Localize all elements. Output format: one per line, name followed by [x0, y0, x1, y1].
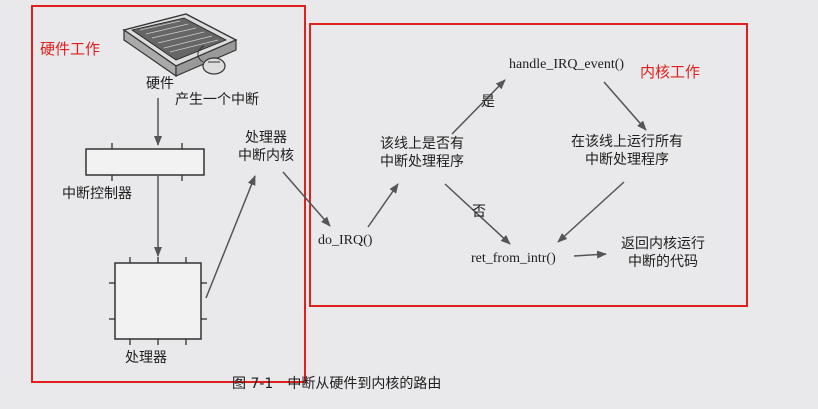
arrow-kernel-to-do-irq — [282, 171, 331, 227]
arrow-yes-to-handle-irq — [451, 79, 506, 135]
mouse-icon — [197, 45, 226, 75]
return-to-kernel-line1: 返回内核运行 — [621, 236, 705, 252]
controller-chip-icon — [85, 143, 205, 181]
generate-interrupt-label: 产生一个中断 — [175, 92, 259, 108]
return-to-kernel-line2: 中断的代码 — [628, 253, 698, 270]
kernel-region-label: 内核工作 — [640, 63, 701, 81]
kernel-region-border — [309, 23, 748, 307]
has-handler-label: 该线上是否有 中断处理程序 — [364, 136, 480, 171]
arrow-processor-to-kernel — [205, 175, 256, 299]
arrow-ret-to-return — [573, 250, 607, 259]
run-all-handlers-line1: 在该线上运行所有 — [571, 134, 683, 150]
keyboard-icon — [122, 13, 238, 78]
processor-interrupts-kernel-line2: 中断内核 — [238, 147, 294, 164]
hardware-region-label: 硬件工作 — [40, 40, 101, 58]
processor-chip-icon — [109, 257, 207, 345]
figure-caption: 图 7-1 中断从硬件到内核的路由 — [232, 376, 442, 392]
return-to-kernel-label: 返回内核运行 中断的代码 — [608, 236, 718, 271]
interrupt-controller-label: 中断控制器 — [62, 186, 132, 202]
has-handler-line2: 中断处理程序 — [380, 153, 464, 170]
processor-interrupts-kernel-line1: 处理器 — [245, 130, 287, 146]
arrow-do-irq-to-check — [367, 183, 399, 228]
arrow-run-all-to-ret — [557, 181, 625, 243]
yes-label: 是 — [481, 94, 495, 110]
hardware-label: 硬件 — [146, 76, 174, 92]
processor-interrupts-kernel-label: 处理器 中断内核 — [230, 130, 302, 165]
no-label: 否 — [472, 204, 486, 220]
arrow-no-to-ret — [444, 183, 511, 245]
has-handler-line1: 该线上是否有 — [380, 136, 464, 152]
arrow-handle-irq-to-run-all — [603, 81, 647, 131]
do-irq-label: do_IRQ() — [318, 233, 373, 248]
processor-label: 处理器 — [125, 350, 167, 366]
hardware-region-border — [31, 5, 306, 383]
run-all-handlers-line2: 中断处理程序 — [585, 151, 669, 168]
handle-irq-event-label: handle_IRQ_event() — [509, 57, 625, 72]
run-all-handlers-label: 在该线上运行所有 中断处理程序 — [552, 134, 702, 169]
ret-from-intr-label: ret_from_intr() — [471, 251, 556, 266]
